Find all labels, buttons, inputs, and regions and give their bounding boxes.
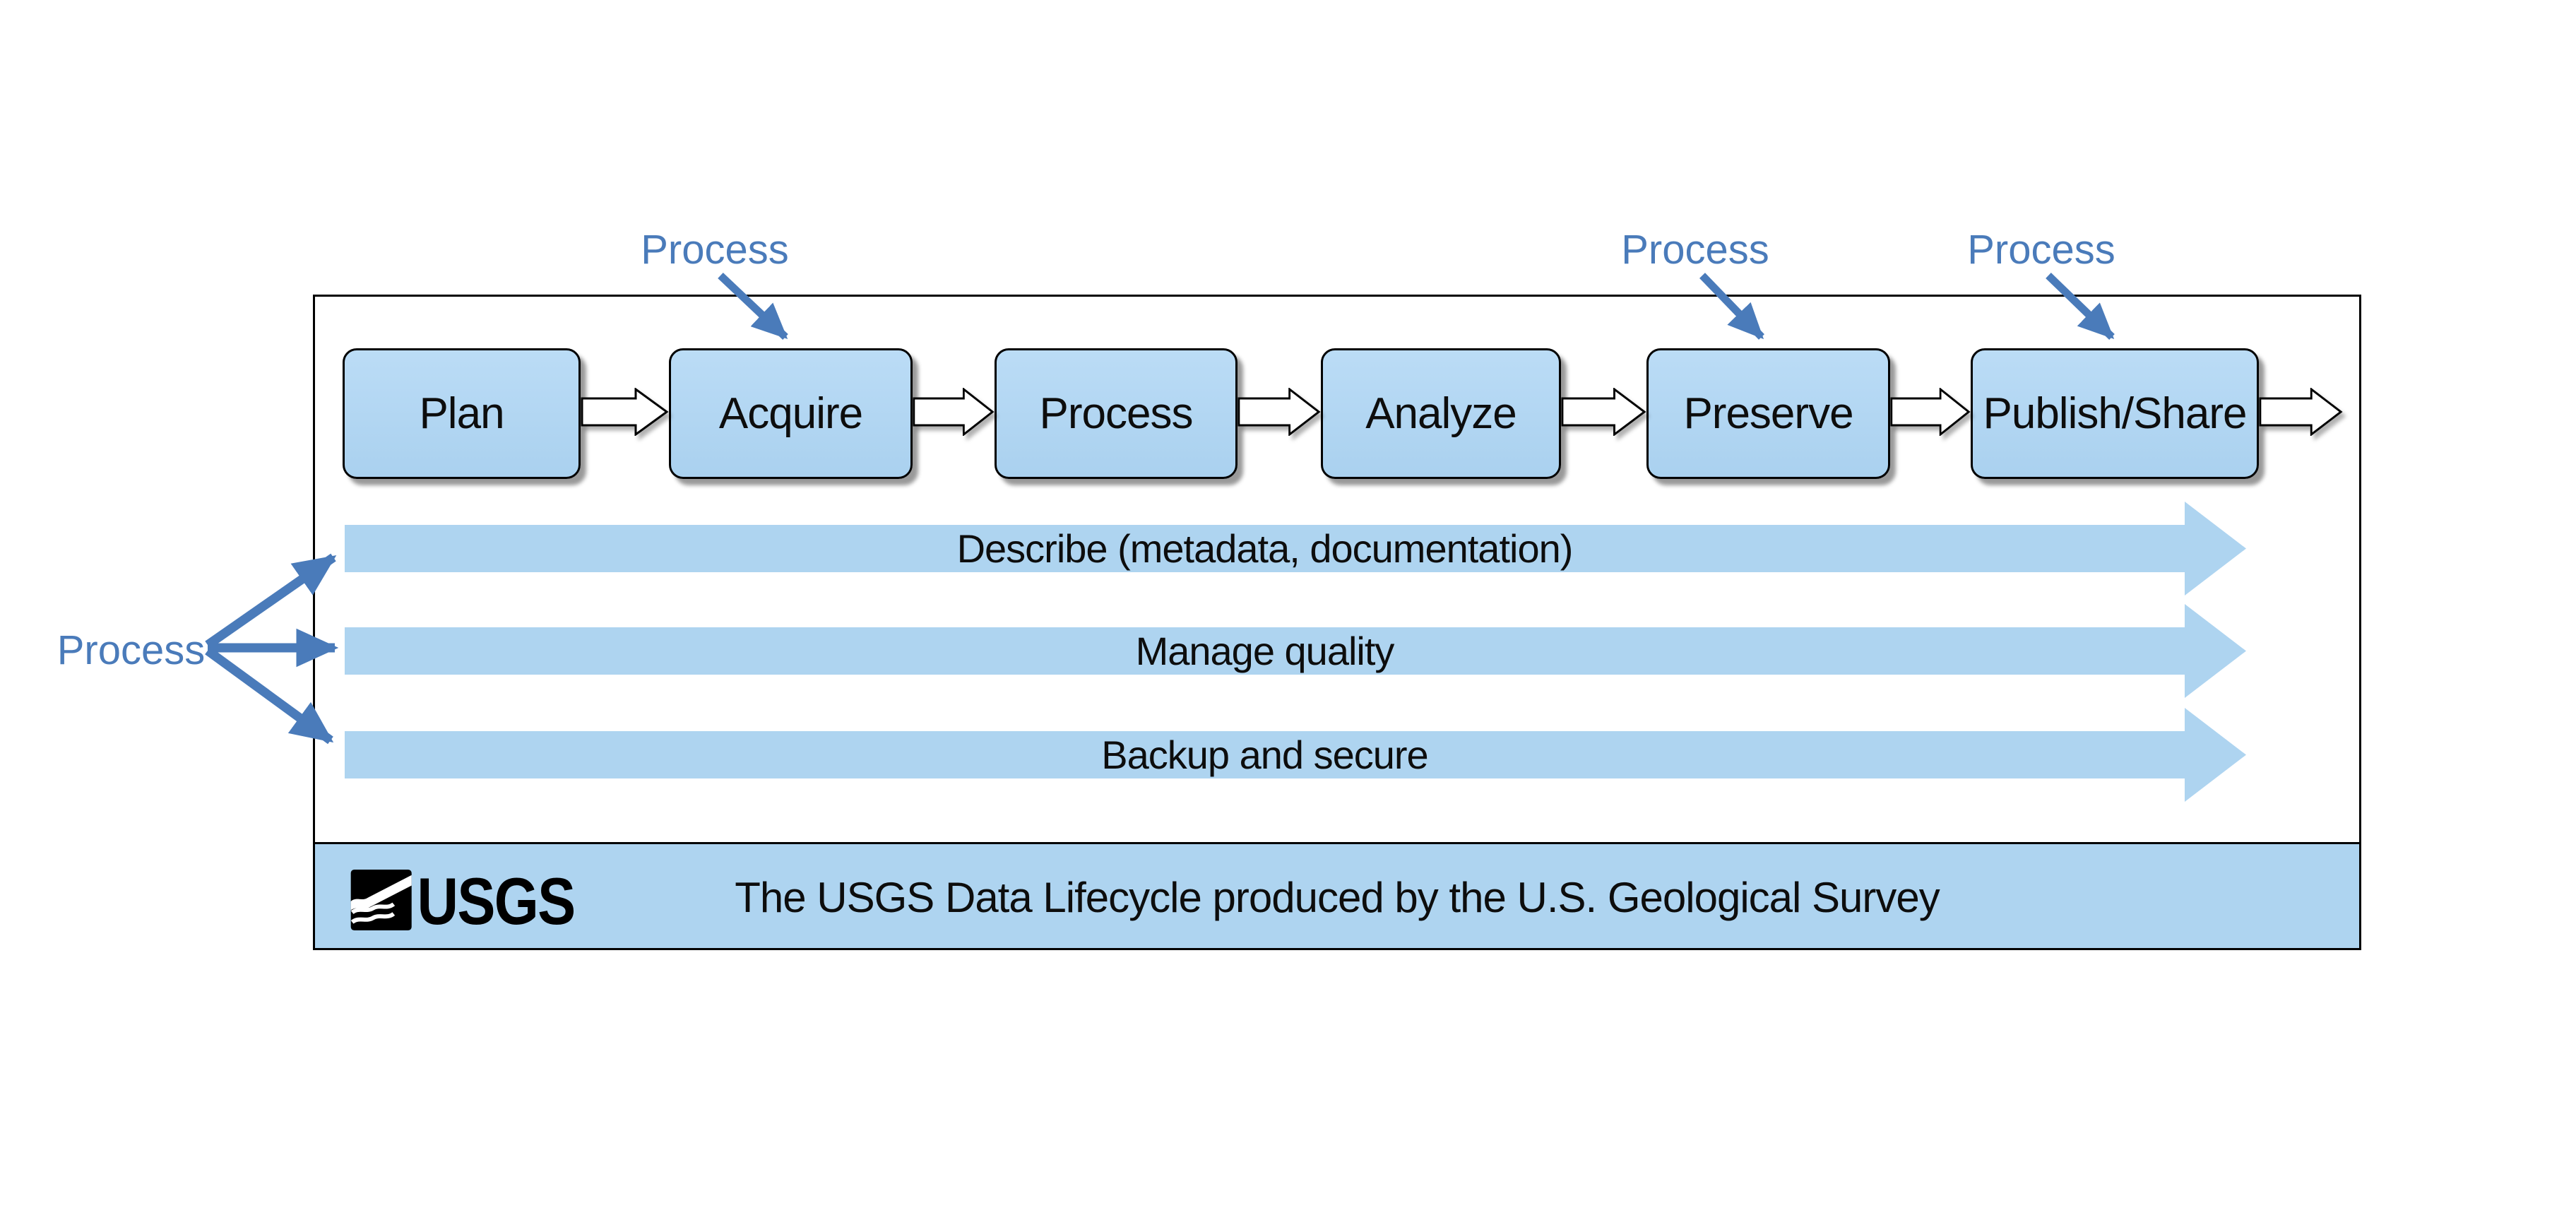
banner-arrow-backup-secure: Backup and secure [345, 708, 2246, 802]
usgs-wave-icon [350, 869, 412, 931]
step-label: Publish/Share [1983, 389, 2247, 438]
step-box-process: Process [995, 348, 1237, 479]
flow-arrow-icon [913, 388, 995, 436]
process-callout-label-left: Process [57, 627, 206, 673]
callout-text: Process [57, 627, 206, 673]
fan-arrow-icon [205, 646, 334, 745]
step-box-analyze: Analyze [1321, 348, 1561, 479]
callout-text: Process [1967, 226, 2115, 273]
step-box-publish-share: Publish/Share [1971, 348, 2259, 479]
usgs-logo: USGS [350, 869, 576, 931]
callout-text: Process [1621, 226, 1769, 273]
footer-bar [313, 842, 2361, 950]
banner-arrow-shape-icon [345, 708, 2246, 802]
step-label: Plan [419, 389, 504, 438]
step-box-acquire: Acquire [669, 348, 913, 479]
footer-caption: The USGS Data Lifecycle produced by the … [735, 873, 1940, 921]
step-box-plan: Plan [343, 348, 581, 479]
process-callout-label-preserve: Process [1603, 226, 1787, 273]
flow-arrow-icon [1890, 388, 1971, 436]
banner-arrow-shape-icon [345, 604, 2246, 698]
step-label: Analyze [1365, 389, 1517, 438]
step-box-preserve: Preserve [1646, 348, 1890, 479]
banner-arrow-describe: Describe (metadata, documentation) [345, 502, 2246, 596]
step-label: Process [1039, 389, 1194, 438]
banner-label-manage-quality: Manage quality [1135, 629, 1395, 673]
flow-arrow-icon [1237, 388, 1321, 436]
step-label: Acquire [718, 389, 863, 438]
banner-label-describe: Describe (metadata, documentation) [956, 526, 1574, 571]
usgs-logo-text: USGS [417, 869, 575, 931]
flow-arrow-exit-icon [2259, 388, 2343, 436]
step-label: Preserve [1683, 389, 1853, 438]
process-callout-label-acquire: Process [623, 226, 807, 273]
flow-arrow-icon [581, 388, 669, 436]
flow-arrow-icon [1561, 388, 1646, 436]
banner-arrow-shape-icon [345, 502, 2246, 596]
banner-label-backup-secure: Backup and secure [1101, 733, 1428, 777]
process-callout-label-publish: Process [1949, 226, 2133, 273]
banner-arrow-manage-quality: Manage quality [345, 604, 2246, 698]
callout-text: Process [641, 226, 789, 273]
